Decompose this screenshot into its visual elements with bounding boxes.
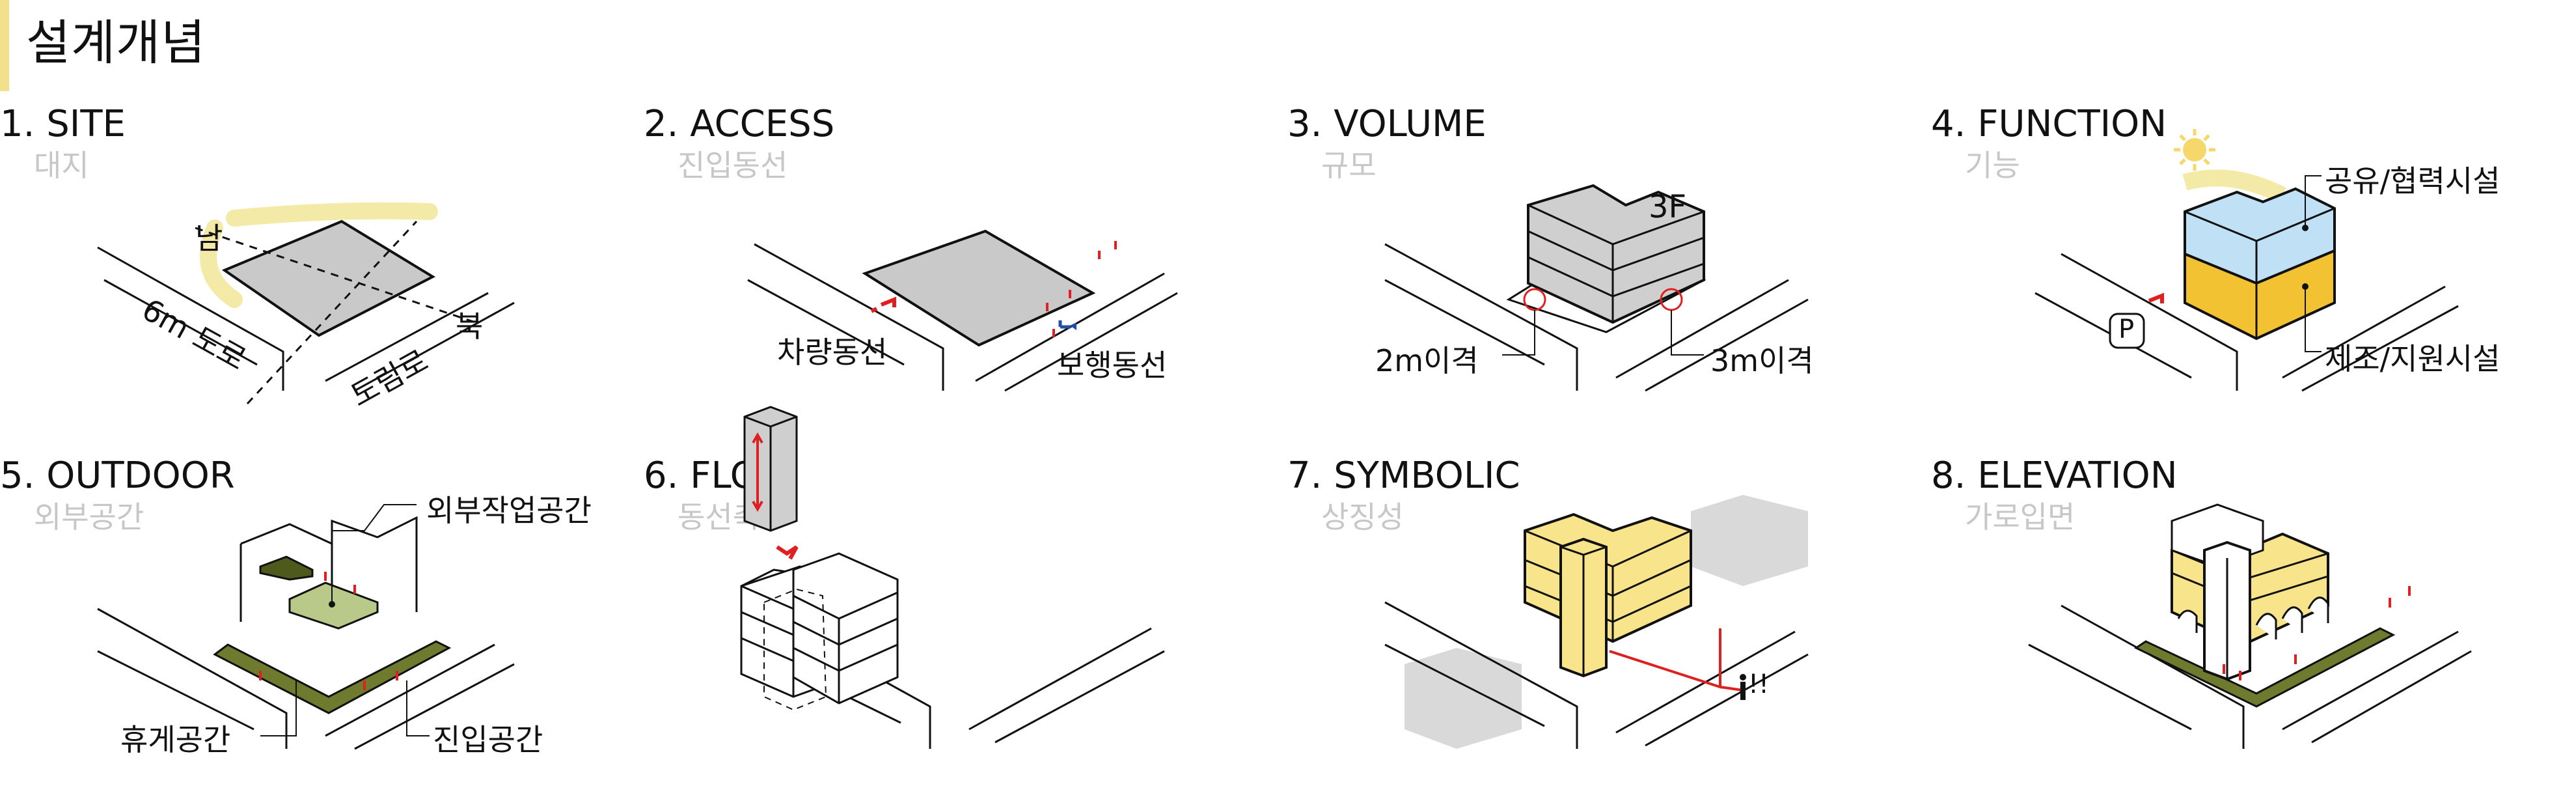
panel-heading: 4. FUNCTION: [1931, 103, 2167, 145]
parking-icon: [2109, 313, 2145, 349]
symbolic-diagram: [1384, 495, 1809, 749]
panel-subtitle: 가로입면: [1965, 499, 2076, 535]
panel-access: 2. ACCESS 진입동선 차량동선 보행동선: [644, 104, 1287, 456]
volume-diagram: [1384, 184, 1809, 392]
panel-subtitle: 기능: [1965, 148, 2020, 183]
panel-heading: 3. VOLUME: [1287, 103, 1487, 145]
panel-heading: 7. SYMBOLIC: [1287, 455, 1520, 497]
flow-diagram: [740, 406, 1165, 749]
panel-volume: 3. VOLUME 규모 3F 2m이격 3m이격: [1287, 104, 1931, 456]
panel-elevation: 8. ELEVATION 가로입면: [1931, 456, 2575, 807]
label-walk-route: 보행동선: [1057, 348, 1168, 383]
panel-function: 4. FUNCTION 기능 P 공유/협력시설 제조/지원시설: [1931, 104, 2575, 456]
label-rest-space: 휴게공간: [120, 722, 231, 757]
label-parking: P: [2118, 315, 2135, 344]
access-diagram: [747, 229, 1178, 392]
panel-symbolic: 7. SYMBOLIC 상징성 !!: [1287, 456, 1931, 807]
title-accent-bar: [0, 0, 9, 91]
label-gap-2m: 2m이격: [1375, 343, 1479, 378]
outdoor-diagram: [97, 504, 515, 750]
panel-subtitle: 상징성: [1321, 499, 1404, 535]
label-south: 남: [195, 221, 223, 256]
site-diagram: [97, 202, 515, 405]
label-shared-facility: 공유/협력시설: [2325, 163, 2501, 199]
elevation-diagram: [2028, 503, 2472, 749]
panel-subtitle: 외부공간: [34, 499, 144, 535]
label-gap-3m: 3m이격: [1710, 343, 1814, 378]
panel-outdoor: 5. OUTDOOR 외부공간 외부작업공간 휴게공간 진입공간: [0, 456, 644, 807]
person-icon: [1740, 674, 1746, 700]
label-north: 북: [456, 309, 484, 344]
page-title: 설계개념: [26, 15, 206, 71]
sun-icon: [2174, 129, 2215, 171]
label-outer-work-space: 외부작업공간: [426, 493, 592, 528]
label-floors: 3F: [1649, 189, 1687, 225]
panel-heading: 2. ACCESS: [644, 103, 835, 145]
label-car-route: 차량동선: [777, 335, 888, 370]
label-mfg-facility: 제조/지원시설: [2325, 341, 2501, 376]
panel-heading: 1. SITE: [0, 103, 126, 145]
panel-flow: 6. FLOW 동선축: [644, 406, 1287, 807]
label-entry-space: 진입공간: [433, 722, 543, 757]
function-diagram: [2035, 129, 2459, 392]
panel-heading: 8. ELEVATION: [1931, 455, 2178, 497]
panel-heading: 5. OUTDOOR: [0, 455, 235, 497]
panel-site: 1. SITE 대지 남 북 6m 도로 도림로: [0, 104, 644, 456]
panel-subtitle: 진입동선: [678, 148, 788, 183]
panel-subtitle: 대지: [34, 148, 89, 183]
label-exclaim: !!: [1748, 669, 1770, 699]
panel-subtitle: 규모: [1321, 148, 1377, 183]
